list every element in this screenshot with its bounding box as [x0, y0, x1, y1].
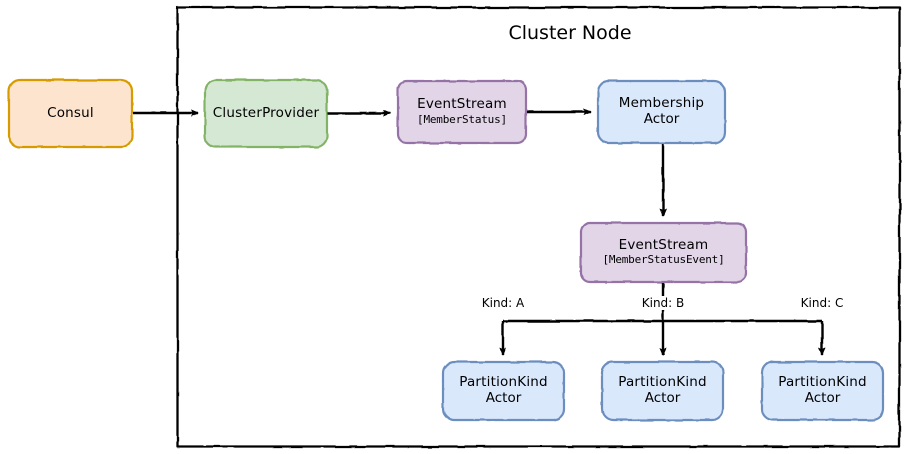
partition-kind-a-shape [441, 360, 566, 422]
event-stream-member-status-shape [396, 79, 528, 145]
node-event-stream-member-status[interactable]: EventStream [MemberStatus] [398, 81, 526, 143]
node-consul-label: Consul [47, 104, 94, 121]
event-stream-member-status-event-shape [579, 221, 748, 284]
edge-label-kind-c: Kind: C [798, 296, 846, 310]
node-partition-kind-b-line2: Actor [644, 390, 681, 406]
node-partition-kind-a-line2: Actor [485, 390, 522, 406]
edge-label-kind-b: Kind: B [639, 296, 687, 310]
node-partition-kind-b[interactable]: PartitionKind Actor [602, 362, 723, 420]
node-partition-kind-a-line1: PartitionKind [459, 374, 548, 391]
node-membership-actor-line1: Membership [618, 95, 705, 112]
node-partition-kind-b-line1: PartitionKind [618, 374, 707, 391]
edge-label-kind-a: Kind: A [479, 296, 527, 310]
node-partition-kind-c-line2: Actor [804, 390, 841, 406]
node-membership-actor[interactable]: Membership Actor [598, 81, 725, 143]
node-partition-kind-a[interactable]: PartitionKind Actor [443, 362, 564, 420]
node-event-stream-member-status-event[interactable]: EventStream [MemberStatusEvent] [581, 223, 746, 282]
partition-kind-c-shape [760, 360, 885, 422]
membership-actor-shape [596, 79, 727, 145]
cluster-node-title: Cluster Node [508, 22, 632, 44]
node-event-stream-member-status-event-label: EventStream [618, 236, 709, 253]
cluster-provider-shape [203, 78, 329, 149]
cluster-node-container-outline [176, 6, 901, 448]
node-partition-kind-c[interactable]: PartitionKind Actor [762, 362, 883, 420]
node-event-stream-member-status-label: EventStream [417, 96, 507, 113]
partition-kind-b-shape [600, 360, 725, 422]
consul-shape [7, 78, 134, 149]
node-membership-actor-line2: Actor [643, 111, 680, 127]
node-partition-kind-c-line1: PartitionKind [778, 374, 867, 391]
node-cluster-provider-label: ClusterProvider [212, 104, 320, 121]
node-cluster-provider[interactable]: ClusterProvider [205, 80, 327, 147]
node-event-stream-member-status-event-type: [MemberStatusEvent] [602, 253, 725, 267]
node-event-stream-member-status-type: [MemberStatus] [417, 112, 507, 126]
node-consul[interactable]: Consul [9, 80, 132, 147]
